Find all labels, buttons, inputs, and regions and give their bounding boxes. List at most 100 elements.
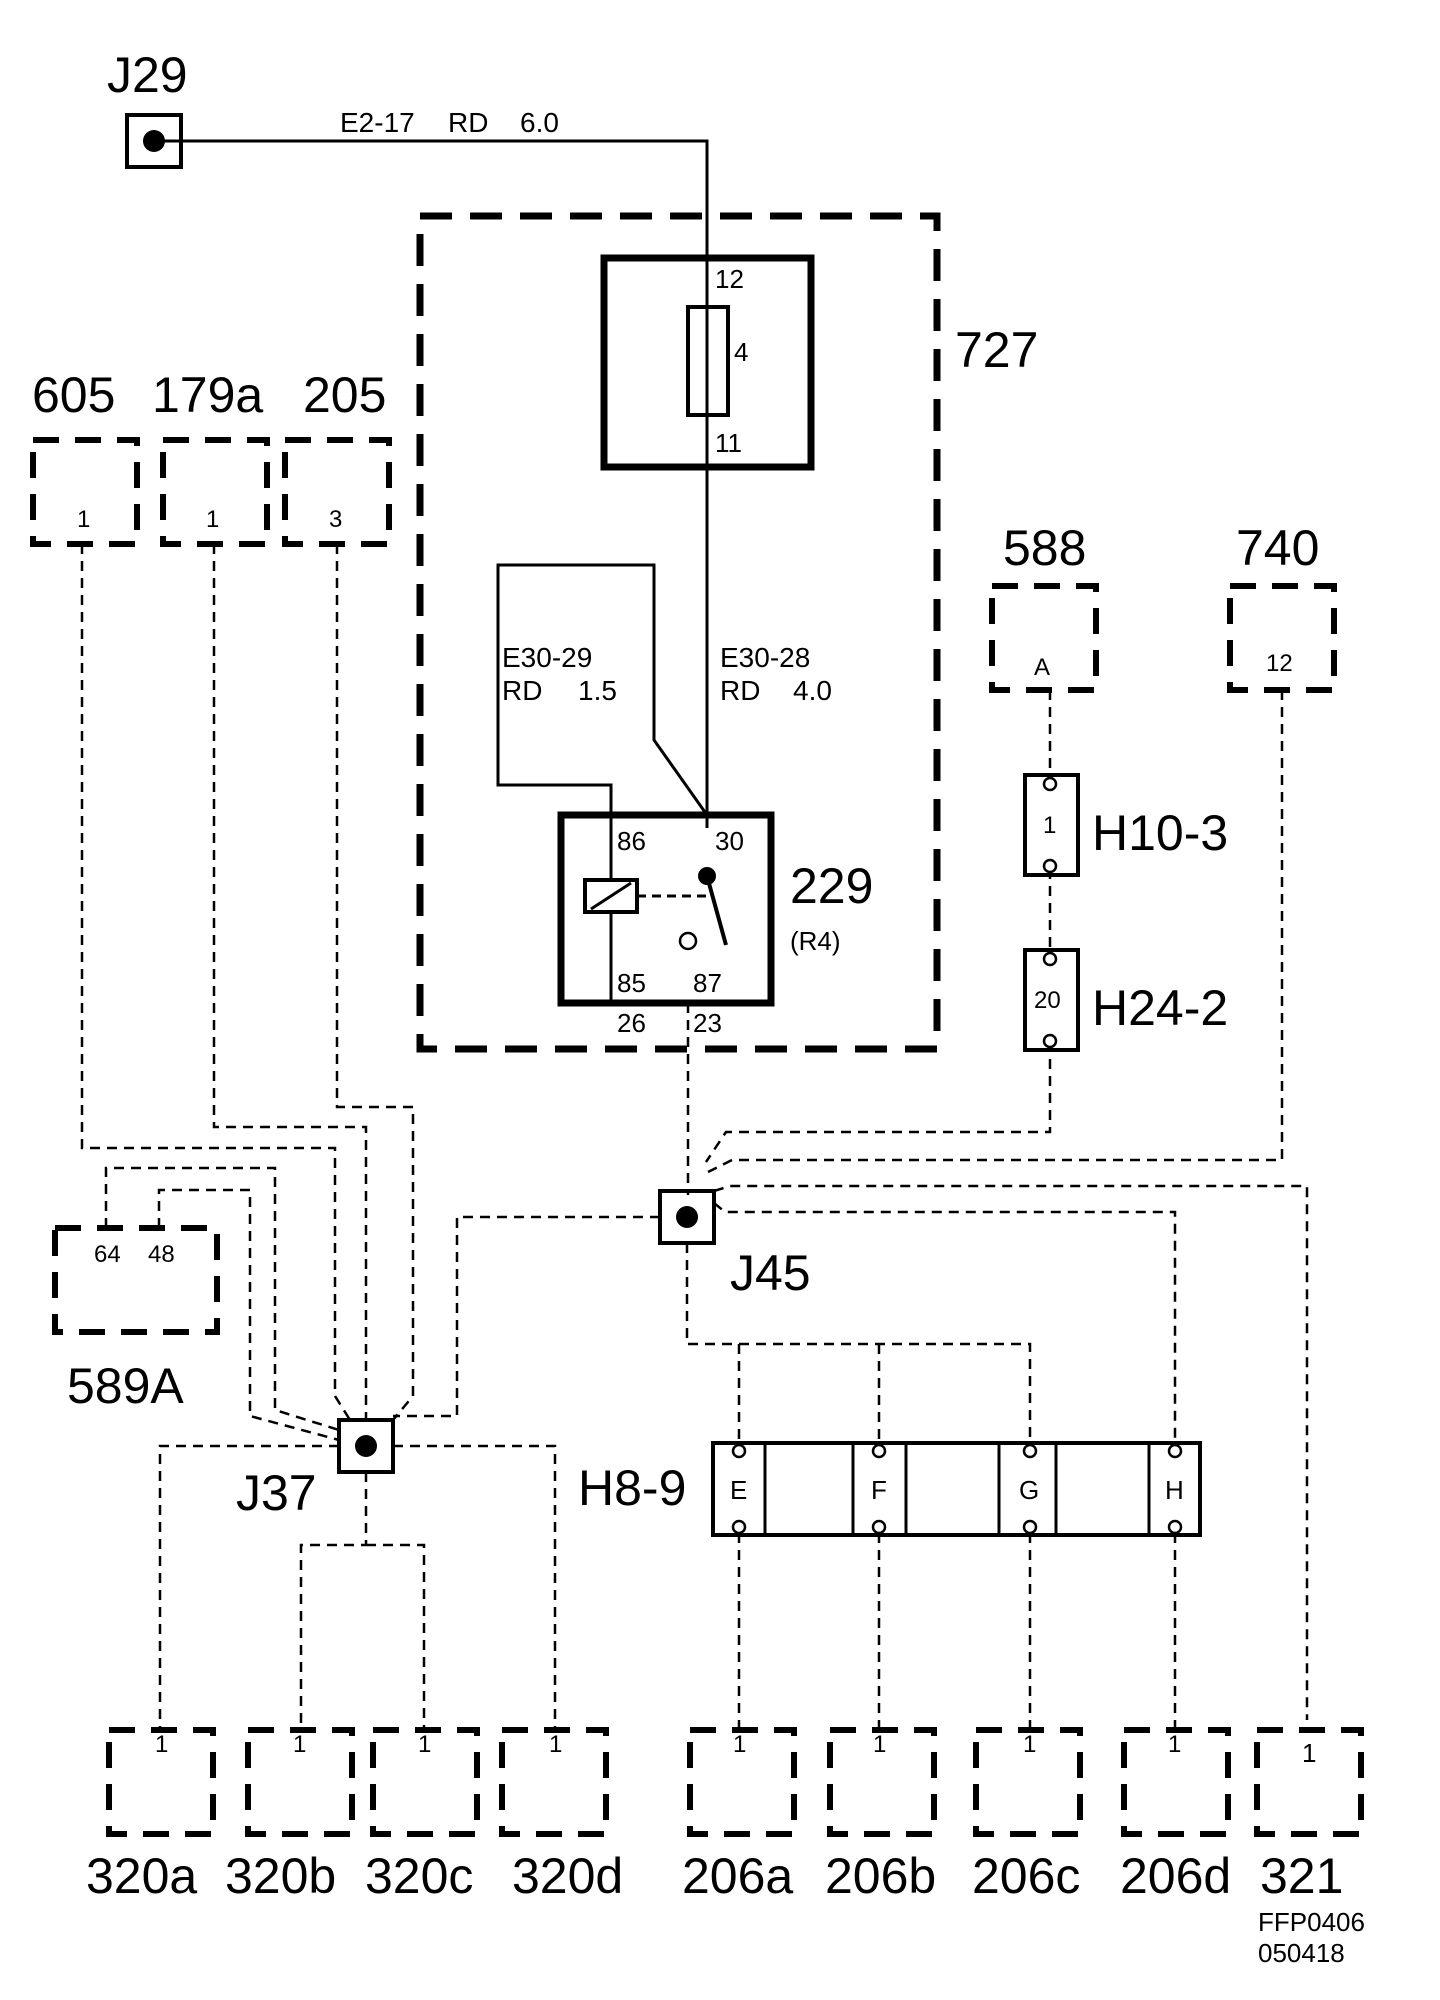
- comp-320d-pin: 1: [549, 1731, 562, 1758]
- h8-9-pin-f: F: [871, 1475, 887, 1505]
- connector-h24-2-pin-top: [1042, 951, 1058, 967]
- relay-229-box: [557, 811, 775, 1007]
- wire-j45-to-j37: [393, 1215, 660, 1418]
- relay-pin-87: 87: [693, 968, 722, 998]
- wire-e30-28-size: 4.0: [793, 675, 832, 706]
- connector-h24-2-pin-bottom: [1042, 1033, 1058, 1049]
- h8-9-pin-e-top: [731, 1443, 747, 1459]
- connector-h8-9-label: H8-9: [578, 1460, 686, 1516]
- j37-node: [355, 1435, 377, 1457]
- relay-pin-85: 85: [617, 968, 646, 998]
- wire-e30-29-id: E30-29: [502, 642, 592, 673]
- h8-9-pin-e-bottom: [731, 1519, 747, 1535]
- wire-e2-17: [154, 139, 709, 828]
- fuse-pin-12: 12: [715, 264, 744, 294]
- connector-h10-3-pin-top: [1042, 776, 1058, 792]
- fuse-element: [686, 305, 730, 417]
- wire-e30-28-id: E30-28: [720, 642, 810, 673]
- comp-320a-box: [106, 1727, 216, 1837]
- relay-229-label: 229: [790, 858, 873, 914]
- comp-588-box: [989, 583, 1099, 693]
- wire-588-to-j45: [704, 690, 1052, 1163]
- j45-label: J45: [730, 1245, 811, 1301]
- wire-e2-17-size: 6.0: [520, 107, 559, 138]
- comp-320a-pin: 1: [155, 1731, 168, 1758]
- j29-label: J29: [107, 47, 188, 103]
- comp-206b-box: [827, 1727, 937, 1837]
- fuse-pin-11: 11: [715, 428, 742, 458]
- h8-9-pin-h: H: [1165, 1475, 1184, 1505]
- comp-605-box: [30, 437, 140, 547]
- h8-9-pin-h-top: [1167, 1443, 1183, 1459]
- connector-589a-pin-48: 48: [148, 1241, 175, 1268]
- comp-205-label: 205: [303, 367, 386, 423]
- comp-740-label: 740: [1236, 520, 1319, 576]
- connector-h10-3-label: H10-3: [1092, 805, 1228, 861]
- connector-h10-3-pin: 1: [1043, 812, 1056, 839]
- h8-9-pin-g-top: [1022, 1443, 1038, 1459]
- connector-589a-label: 589A: [67, 1358, 184, 1414]
- relay-switch-arm: [705, 875, 728, 946]
- fuse-box: [600, 254, 815, 471]
- comp-205-pin: 3: [329, 506, 342, 533]
- h8-9-pin-h-bottom: [1167, 1519, 1183, 1535]
- relay-pin-23: 23: [693, 1008, 722, 1038]
- comp-206b-pin: 1: [873, 1731, 886, 1758]
- comp-588-label: 588: [1003, 520, 1086, 576]
- fuse-number: 4: [734, 337, 748, 367]
- h8-9-pin-f-bottom: [871, 1519, 887, 1535]
- comp-320d-label: 320d: [512, 1848, 623, 1904]
- h8-9-pin-f-top: [871, 1443, 887, 1459]
- comp-320c-label: 320c: [365, 1848, 473, 1904]
- comp-206a-box: [687, 1727, 797, 1837]
- comp-206d-pin: 1: [1168, 1731, 1181, 1758]
- comp-320b-pin: 1: [293, 1731, 306, 1758]
- comp-605-pin: 1: [77, 506, 90, 533]
- wire-e30-29: [496, 563, 709, 816]
- comp-605-label: 605: [32, 367, 115, 423]
- module-727-box: [416, 212, 941, 1053]
- wire-589a-48-to-j37: [157, 1188, 340, 1442]
- comp-588-pin: A: [1034, 654, 1050, 681]
- connector-h10-3-pin-bottom: [1042, 858, 1058, 874]
- module-727-label: 727: [955, 322, 1038, 378]
- comp-206c-pin: 1: [1023, 1731, 1036, 1758]
- comp-320c-pin: 1: [418, 1731, 431, 1758]
- connector-h8-9: [711, 1441, 1202, 1537]
- comp-206c-label: 206c: [972, 1848, 1080, 1904]
- wire-e30-29-size: 1.5: [578, 675, 617, 706]
- h8-9-pin-g: G: [1019, 1475, 1039, 1505]
- comp-320a-label: 320a: [86, 1848, 197, 1904]
- j45-node: [676, 1206, 698, 1228]
- relay-contact-87: [678, 931, 698, 951]
- wire-e2-17-id: E2-17: [340, 107, 415, 138]
- wire-605-to-j37: [80, 544, 352, 1421]
- j37-label: J37: [236, 1465, 317, 1521]
- comp-320c-box: [370, 1727, 480, 1837]
- footer-date: 050418: [1258, 1938, 1345, 1968]
- relay-pin-30: 30: [715, 826, 744, 856]
- comp-206d-label: 206d: [1120, 1848, 1231, 1904]
- comp-179a-pin: 1: [206, 506, 219, 533]
- comp-320b-label: 320b: [225, 1848, 336, 1904]
- wire-179a-to-j37: [212, 544, 368, 1420]
- comp-740-pin: 12: [1266, 650, 1293, 677]
- comp-206c-box: [973, 1727, 1083, 1837]
- connector-589a-box: [52, 1225, 220, 1335]
- footer-code: FFP0406: [1258, 1907, 1365, 1937]
- connector-589a-pin-64: 64: [94, 1241, 121, 1268]
- comp-206b-label: 206b: [825, 1848, 936, 1904]
- wire-j37-to-320: [158, 1444, 557, 1730]
- connector-h24-2-label: H24-2: [1092, 980, 1228, 1036]
- wire-j45-to-h8-efg: [685, 1243, 1032, 1445]
- wire-j45-to-h8-h: [713, 1202, 1177, 1445]
- comp-321-label: 321: [1260, 1848, 1343, 1904]
- wire-589a-64-to-j37: [104, 1166, 340, 1432]
- comp-320b-box: [245, 1727, 355, 1837]
- wire-j45-to-321: [713, 1184, 1309, 1720]
- wire-e2-17-color: RD: [448, 107, 488, 138]
- wire-205-to-j37: [335, 544, 415, 1421]
- comp-206a-label: 206a: [682, 1848, 793, 1904]
- relay-229-sublabel: (R4): [790, 926, 841, 956]
